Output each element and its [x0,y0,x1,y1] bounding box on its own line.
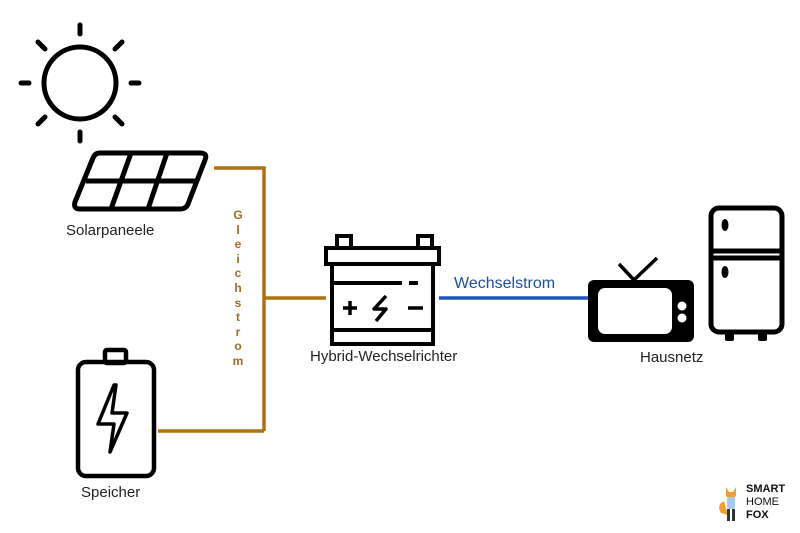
dc-label-letter: i [236,251,240,266]
logo-line-smart: SMART [746,483,786,495]
dc-label-letter: h [234,280,242,295]
fox-mascot-icon [719,487,736,521]
logo-line-fox: FOX [746,509,769,521]
inverter-label: Hybrid-Wechselrichter [310,348,458,365]
dc-label: G l e i c h s t r o m [231,208,245,369]
solar-panel-icon [72,150,209,212]
storage-label: Speicher [81,484,141,501]
dc-label-letter: m [232,353,244,368]
battery-icon [75,347,157,479]
tv-icon [588,256,694,342]
dc-label-letter: s [234,295,242,310]
ac-label: Wechselstrom [454,275,556,292]
sun-icon [18,22,142,144]
dc-label-letter: e [234,237,242,252]
dc-label-letter: t [236,310,240,325]
dc-line-solar [214,166,266,431]
dc-label-letter: G [233,208,243,222]
dc-label-letter: c [234,266,242,281]
fridge-icon [708,205,785,341]
dc-label-letter: o [234,339,242,354]
house-grid-label: Hausnetz [640,349,704,366]
smart-home-fox-logo: SMART HOME FOX [718,483,798,527]
dc-label-letter: r [235,324,241,339]
logo-line-home: HOME [746,496,779,508]
dc-label-letter: l [236,222,240,237]
dc-wiring [158,166,326,433]
solar-label: Solarpaneele [66,222,155,239]
inverter-icon [324,234,441,346]
